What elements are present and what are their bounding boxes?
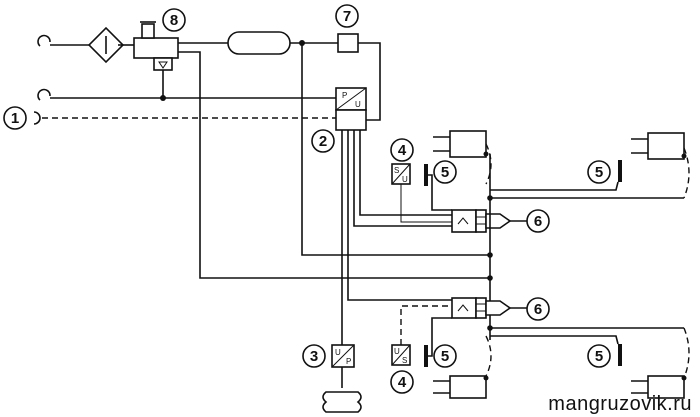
modulator-valve-lower (451, 297, 512, 319)
callout-6-lower-label: 6 (534, 301, 542, 318)
callout-5-lower-left-label: 5 (441, 348, 449, 365)
svg-text:U: U (402, 175, 408, 184)
callout-4-upper-label: 4 (398, 142, 407, 159)
callout-7 (335, 4, 359, 28)
callout-5-lower-left (433, 344, 457, 368)
callout-8 (162, 8, 186, 32)
wheel-speed-sensor-lower: U S (391, 344, 411, 366)
callout-2-label: 2 (319, 133, 327, 150)
svg-text:P: P (342, 91, 347, 100)
callout-2 (311, 129, 335, 153)
secondary-supply-line (301, 43, 490, 256)
callout-3 (302, 344, 326, 368)
callout-5-upper-left-label: 5 (441, 164, 449, 181)
pole-wheel-sensor-upper-right (618, 160, 622, 182)
pressure-limiting-valve (337, 33, 359, 53)
module-line-lower (347, 130, 452, 301)
wheel-speed-sensor-upper: S U (391, 163, 411, 185)
loop-line (358, 42, 381, 121)
callout-6-lower (526, 297, 550, 321)
svg-text:U: U (335, 348, 341, 357)
module-line-upper-2 (359, 130, 452, 216)
sensor-wire-lower (400, 305, 452, 345)
main-supply-line (178, 51, 490, 279)
callout-7-label: 7 (343, 8, 351, 25)
pole-wheel-sensor-lower-left (424, 345, 428, 367)
svg-text:P: P (346, 357, 351, 366)
callout-1 (3, 106, 27, 130)
brake-chamber-lower-left (449, 375, 487, 399)
callout-8-label: 8 (170, 12, 178, 29)
callout-4-lower-label: 4 (398, 374, 407, 391)
pole-wheel-sensor-lower-right (618, 344, 622, 366)
air-reservoir (227, 31, 291, 55)
svg-text:U: U (355, 100, 361, 109)
brake-chamber-lower-right (647, 375, 685, 399)
electrical-connector (33, 111, 41, 125)
callout-5-lower-right-label: 5 (595, 348, 603, 365)
callout-6-upper-label: 6 (534, 213, 542, 230)
module-line-upper (353, 130, 452, 227)
svg-text:U: U (394, 347, 400, 356)
brake-control-module: P U (335, 87, 367, 131)
control-coupling-head (37, 88, 51, 101)
line-filter-icon (87, 26, 125, 64)
brake-chamber-upper-left (449, 130, 487, 158)
svg-text:S: S (394, 166, 399, 175)
supply-coupling-head (37, 34, 51, 47)
air-bellows-icon (322, 391, 362, 413)
callout-5-upper-right-label: 5 (595, 164, 603, 181)
callout-1-label: 1 (11, 110, 19, 127)
callout-5-upper-right (587, 160, 611, 184)
callout-3-label: 3 (310, 348, 318, 365)
pressure-sensor-suspension: U P (331, 344, 355, 368)
svg-text:S: S (402, 356, 407, 365)
callout-5-upper-left (433, 160, 457, 184)
sensor-wire-upper (400, 184, 452, 223)
brake-chamber-upper-right (647, 132, 685, 160)
relay-valve (133, 21, 179, 71)
callout-4-lower (390, 370, 414, 394)
modulator-valve-upper (451, 209, 512, 233)
watermark: mangruzovik.ru (548, 393, 692, 415)
pole-wheel-sensor-upper-left (424, 164, 428, 186)
callout-5-lower-right (587, 344, 611, 368)
callout-4-upper (390, 138, 414, 162)
